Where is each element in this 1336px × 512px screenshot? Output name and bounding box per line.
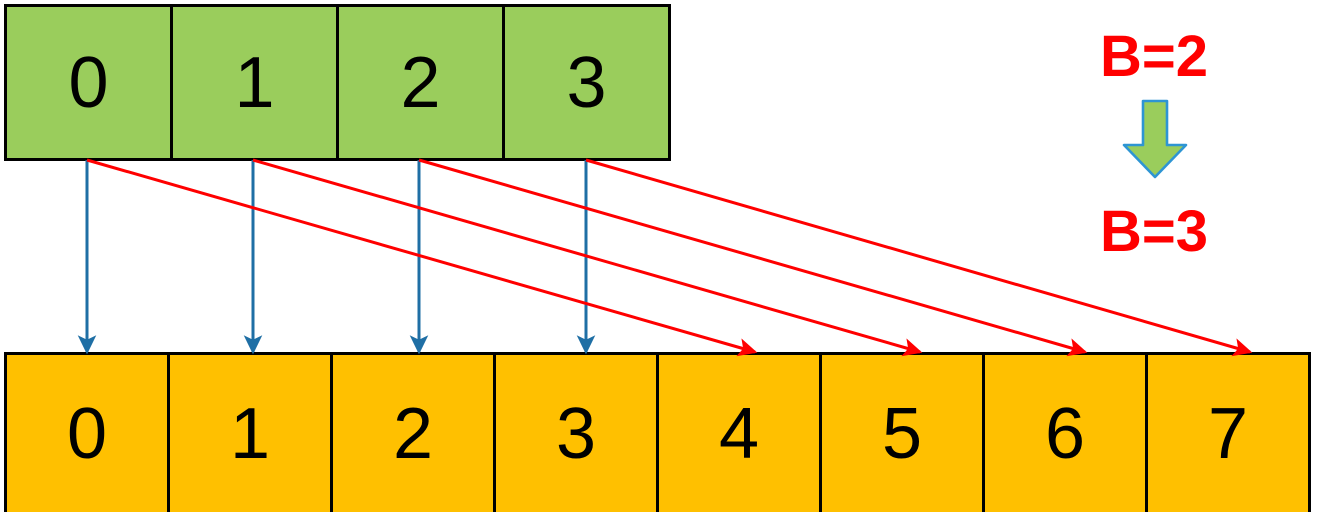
source-cell-3[interactable]: 3 <box>502 4 671 161</box>
source-cell-0-label: 0 <box>68 42 109 123</box>
dest-cell-1-label: 1 <box>229 393 271 474</box>
source-cell-0[interactable]: 0 <box>4 4 173 161</box>
dest-cell-5-label: 5 <box>881 393 923 474</box>
vertical-connectors <box>77 160 596 355</box>
dest-cell-4[interactable]: 4 <box>656 352 822 512</box>
source-cell-2-label: 2 <box>400 42 441 123</box>
dest-cell-0[interactable]: 0 <box>4 352 170 512</box>
dest-cell-1[interactable]: 1 <box>167 352 333 512</box>
diagonal-connectors <box>86 158 1253 357</box>
dest-cell-6[interactable]: 6 <box>982 352 1148 512</box>
source-cell-3-label: 3 <box>566 42 607 123</box>
dest-cell-2-label: 2 <box>392 393 434 474</box>
destination-array: 0 1 2 3 4 5 6 7 <box>4 352 1311 512</box>
dest-cell-5[interactable]: 5 <box>819 352 985 512</box>
dest-cell-3-label: 3 <box>555 393 597 474</box>
legend-before-label: B=2 <box>1100 24 1209 89</box>
source-cell-1[interactable]: 1 <box>170 4 339 161</box>
source-array: 0 1 2 3 <box>4 4 671 161</box>
down-arrow-icon <box>1122 99 1188 179</box>
source-cell-2[interactable]: 2 <box>336 4 505 161</box>
diagonal-connector-2-to-6 <box>418 158 1088 357</box>
dest-cell-2[interactable]: 2 <box>330 352 496 512</box>
diagonal-connector-1-to-5 <box>252 158 923 357</box>
dest-cell-7[interactable]: 7 <box>1145 352 1311 512</box>
source-cell-1-label: 1 <box>234 42 275 123</box>
legend-after-label: B=3 <box>1100 199 1209 264</box>
dest-cell-3[interactable]: 3 <box>493 352 659 512</box>
dest-cell-0-label: 0 <box>66 393 108 474</box>
dest-cell-7-label: 7 <box>1207 393 1249 474</box>
diagonal-connector-0-to-4 <box>86 158 758 357</box>
dest-cell-6-label: 6 <box>1044 393 1086 474</box>
dest-cell-4-label: 4 <box>718 393 760 474</box>
